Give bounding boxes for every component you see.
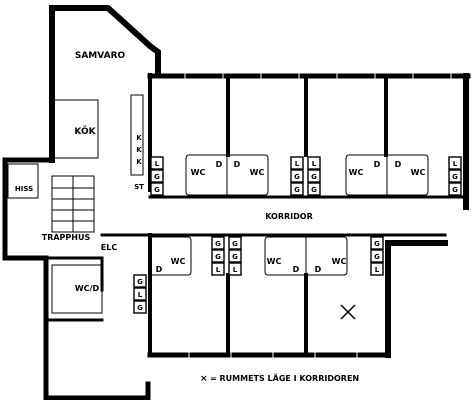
room-samvaro: SAMVARO xyxy=(75,51,126,61)
cabinet xyxy=(228,249,242,263)
legend: × = RUMMETS LÄGE I KORRIDOREN xyxy=(200,373,359,384)
cabinet xyxy=(133,287,147,301)
label-d: D xyxy=(315,265,322,274)
kitchen-unit xyxy=(130,94,144,176)
cabinet xyxy=(150,182,164,196)
fixture-labels: L G G L G G L G G L G G G G L G G L G G … xyxy=(134,134,458,312)
cabinet xyxy=(211,262,225,276)
legend-text: = RUMMETS LÄGE I KORRIDOREN xyxy=(210,373,359,383)
cabinets xyxy=(133,156,462,314)
label-l: L xyxy=(295,160,300,168)
label-g: G xyxy=(232,253,238,261)
southwest-wing-wall xyxy=(43,255,151,400)
label-d: D xyxy=(156,265,163,274)
label-d: D xyxy=(234,160,241,169)
cabinet xyxy=(150,169,164,183)
cabinet xyxy=(448,156,462,170)
cabinet xyxy=(211,249,225,263)
room-wc-d: WC/D xyxy=(75,284,100,293)
legend-marker: × xyxy=(200,374,208,384)
room-labels: SAMVARO KÖK HISS TRAPPHUS KORRIDOR ELC W… xyxy=(15,51,313,293)
cabinet xyxy=(307,182,321,196)
cabinet xyxy=(211,236,225,250)
label-wc: WC xyxy=(191,168,206,177)
cabinet xyxy=(290,169,304,183)
south-right-wall xyxy=(385,240,448,358)
lift-shaft xyxy=(7,163,39,199)
room-hiss: HISS xyxy=(15,185,33,193)
label-wc: WC xyxy=(267,257,282,266)
label-wc: WC xyxy=(411,168,426,177)
label-l: L xyxy=(453,160,458,168)
label-l: L xyxy=(233,266,238,274)
label-g: G xyxy=(452,186,458,194)
cabinet xyxy=(133,274,147,288)
label-l: L xyxy=(312,160,317,168)
label-st: ST xyxy=(134,183,144,191)
label-g: G xyxy=(232,240,238,248)
cabinet xyxy=(133,300,147,314)
label-l: L xyxy=(138,291,143,299)
label-g: G xyxy=(311,186,317,194)
cabinet xyxy=(290,182,304,196)
label-wc: WC xyxy=(250,168,265,177)
label-l: L xyxy=(155,160,160,168)
cabinet xyxy=(370,249,384,263)
label-g: G xyxy=(154,173,160,181)
label-wc: WC xyxy=(171,257,186,266)
label-g: G xyxy=(137,278,143,286)
cabinet xyxy=(290,156,304,170)
cabinet xyxy=(228,262,242,276)
wc-pod-south-1 xyxy=(148,236,192,276)
cabinet xyxy=(448,182,462,196)
label-d: D xyxy=(293,265,300,274)
label-k: K xyxy=(136,158,142,166)
label-g: G xyxy=(137,304,143,312)
room-elc: ELC xyxy=(101,243,118,252)
label-g: G xyxy=(452,173,458,181)
cabinet xyxy=(307,156,321,170)
wc-d-room xyxy=(51,264,103,314)
room-marker xyxy=(340,304,356,320)
cabinet xyxy=(448,169,462,183)
fine-lines xyxy=(7,94,429,314)
label-g: G xyxy=(154,186,160,194)
cabinet xyxy=(370,236,384,250)
label-d: D xyxy=(395,160,402,169)
label-d: D xyxy=(216,160,223,169)
cabinet xyxy=(370,262,384,276)
cabinet xyxy=(307,169,321,183)
label-g: G xyxy=(294,186,300,194)
room-kok: KÖK xyxy=(74,126,96,137)
label-g: G xyxy=(374,253,380,261)
label-g: G xyxy=(294,173,300,181)
cabinet xyxy=(150,156,164,170)
label-g: G xyxy=(374,240,380,248)
label-l: L xyxy=(216,266,221,274)
kitchen-counter xyxy=(51,99,99,159)
label-l: L xyxy=(375,266,380,274)
room-korridor: KORRIDOR xyxy=(265,212,313,221)
label-k: K xyxy=(136,134,142,142)
cabinet xyxy=(228,236,242,250)
walls xyxy=(2,5,471,400)
stair-block-wall xyxy=(2,157,55,261)
label-g: G xyxy=(215,253,221,261)
west-wing-wall xyxy=(49,5,161,163)
label-k: K xyxy=(136,146,142,154)
label-wc: WC xyxy=(349,168,364,177)
label-wc: WC xyxy=(332,257,347,266)
label-g: G xyxy=(311,173,317,181)
label-d: D xyxy=(374,160,381,169)
label-g: G xyxy=(215,240,221,248)
room-trapphus: TRAPPHUS xyxy=(42,233,91,242)
